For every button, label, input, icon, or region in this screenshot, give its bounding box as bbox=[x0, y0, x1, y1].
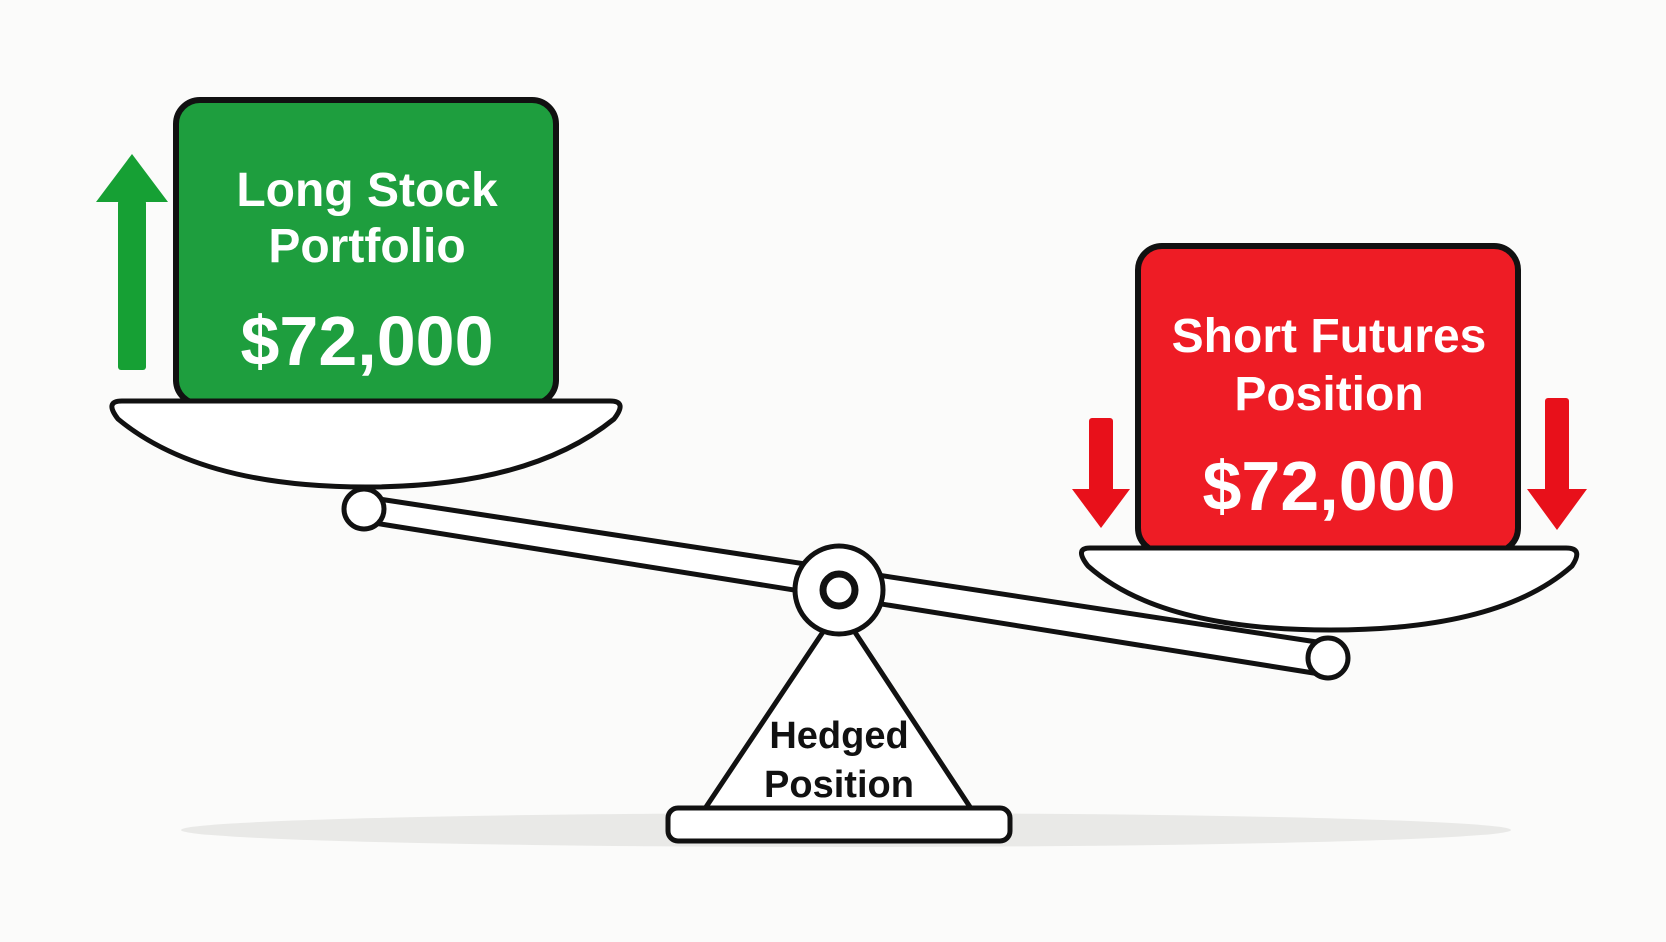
down-arrow-left-icon bbox=[1072, 418, 1130, 528]
fulcrum-label-line1: Hedged bbox=[769, 715, 908, 757]
long-stock-box: Long Stock Portfolio $72,000 bbox=[173, 97, 559, 407]
down-arrow-right-icon bbox=[1527, 398, 1587, 530]
scale-base bbox=[665, 805, 1013, 844]
left-scale-pan bbox=[109, 398, 623, 490]
fulcrum-label-line2: Position bbox=[764, 764, 914, 806]
long-box-title-line2: Portfolio bbox=[268, 220, 465, 273]
short-futures-box: Short Futures Position $72,000 bbox=[1135, 243, 1521, 555]
central-hub bbox=[792, 543, 886, 637]
short-box-amount: $72,000 bbox=[1202, 447, 1455, 525]
short-box-title-line2: Position bbox=[1234, 368, 1423, 421]
up-arrow-icon bbox=[96, 154, 168, 370]
right-pivot bbox=[1305, 635, 1351, 681]
long-box-title-line1: Long Stock bbox=[236, 164, 498, 217]
right-scale-pan bbox=[1079, 545, 1580, 633]
left-pivot bbox=[341, 486, 387, 532]
long-box-amount: $72,000 bbox=[240, 302, 493, 380]
short-box-title-line1: Short Futures bbox=[1172, 310, 1487, 363]
